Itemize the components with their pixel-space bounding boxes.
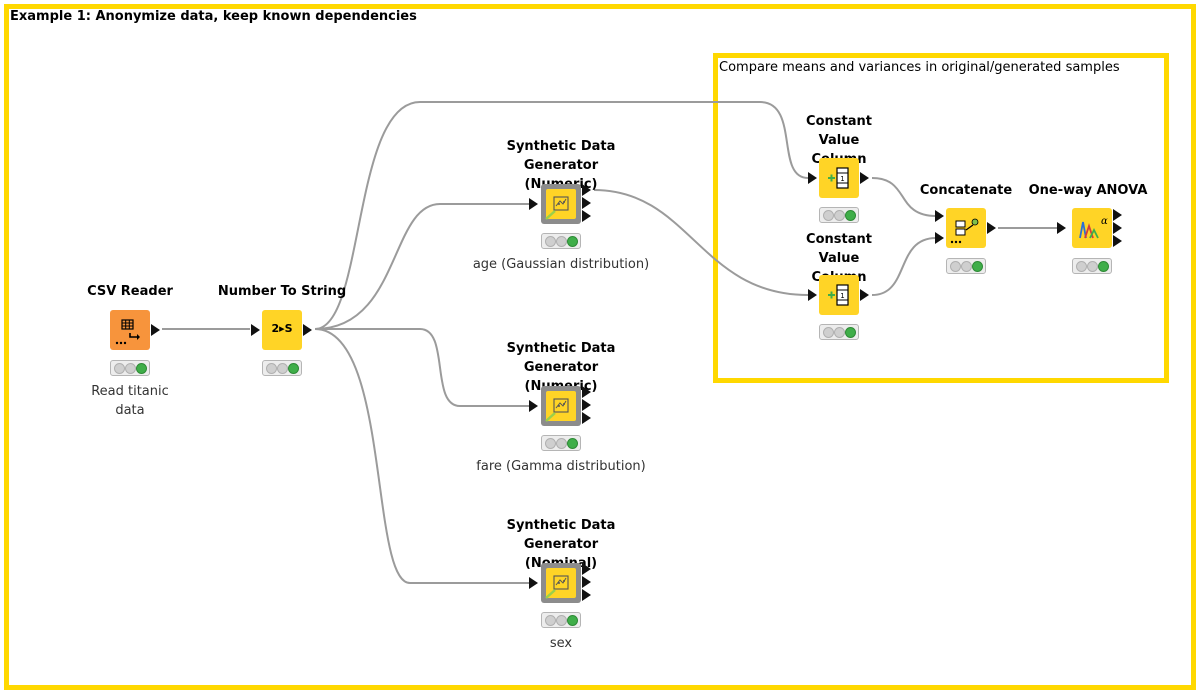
input-port[interactable] (251, 324, 260, 336)
anova-icon: α (1072, 208, 1112, 248)
output-port[interactable] (151, 324, 160, 336)
node-number-to-string[interactable]: Number To String 2▸S (202, 282, 362, 382)
output-port[interactable] (582, 184, 591, 196)
inner-annotation[interactable] (713, 53, 1169, 383)
node-title: CSV Reader (87, 284, 173, 299)
status-traffic-light (110, 360, 150, 376)
output-port[interactable] (582, 399, 591, 411)
output-port[interactable] (1113, 222, 1122, 234)
status-traffic-light (819, 324, 859, 340)
input-port[interactable] (808, 172, 817, 184)
input-port[interactable] (935, 210, 944, 222)
number-to-string-icon-text: 2▸S (271, 322, 293, 335)
svg-text:1: 1 (840, 292, 844, 300)
status-traffic-light (819, 207, 859, 223)
connection-num2str-to-synth-sex[interactable] (314, 328, 529, 584)
output-port[interactable] (303, 324, 312, 336)
status-traffic-light (541, 233, 581, 249)
svg-text:α: α (1101, 216, 1108, 227)
input-port[interactable] (1057, 222, 1066, 234)
synthetic-generator-icon (541, 184, 581, 224)
number-to-string-icon: 2▸S (262, 310, 302, 350)
node-synthetic-generator-age[interactable]: Synthetic Data Generator (Numeric) age (… (473, 137, 649, 277)
node-synthetic-generator-sex[interactable]: Synthetic Data Generator (Nominal) sex (481, 516, 641, 656)
input-port[interactable] (935, 232, 944, 244)
outer-annotation[interactable] (4, 4, 1196, 690)
node-one-way-anova[interactable]: One-way ANOVA α (1008, 181, 1168, 276)
output-port[interactable] (1113, 235, 1122, 247)
input-port[interactable] (808, 289, 817, 301)
output-port[interactable] (860, 172, 869, 184)
constant-value-column-icon: 1 (819, 275, 859, 315)
connection-const2-to-concat[interactable] (871, 237, 937, 296)
node-title: One-way ANOVA (1028, 183, 1148, 198)
output-port[interactable] (860, 289, 869, 301)
node-comment: Read titanic data (91, 384, 169, 418)
connection-num2str-to-const1[interactable] (314, 101, 809, 330)
status-traffic-light (1072, 258, 1112, 274)
synthetic-generator-icon (541, 563, 581, 603)
output-port[interactable] (582, 210, 591, 222)
output-port[interactable] (582, 589, 591, 601)
node-synthetic-generator-fare[interactable]: Synthetic Data Generator (Numeric) fare … (476, 339, 645, 479)
connection-num2str-to-synth-fare[interactable] (315, 328, 529, 407)
output-port[interactable] (582, 412, 591, 424)
status-traffic-light (946, 258, 986, 274)
node-csv-reader[interactable]: CSV Reader Read titanic data (50, 282, 210, 422)
output-port[interactable] (582, 563, 591, 575)
outer-annotation-text: Example 1: Anonymize data, keep known de… (10, 9, 417, 24)
node-comment: fare (Gamma distribution) (476, 459, 646, 474)
connection-const1-to-concat[interactable] (871, 177, 937, 217)
status-traffic-light (541, 435, 581, 451)
status-traffic-light (262, 360, 302, 376)
input-port[interactable] (529, 198, 538, 210)
node-comment: age (Gaussian distribution) (472, 257, 650, 272)
node-constant-value-column-1[interactable]: Constant Value Column 1 (759, 112, 919, 227)
node-concatenate[interactable]: Concatenate (886, 181, 1046, 276)
output-port[interactable] (1113, 209, 1122, 221)
csv-reader-icon (110, 310, 150, 350)
node-title: Number To String (217, 284, 347, 299)
connection-num2str-to-synth-age[interactable] (314, 203, 529, 330)
output-port[interactable] (582, 576, 591, 588)
node-constant-value-column-2[interactable]: Constant Value Column 1 (759, 230, 919, 345)
input-port[interactable] (529, 400, 538, 412)
status-traffic-light (541, 612, 581, 628)
synthetic-generator-icon (541, 386, 581, 426)
node-title: Concatenate (919, 183, 1013, 198)
output-port[interactable] (582, 197, 591, 209)
svg-text:1: 1 (840, 175, 844, 183)
concatenate-icon (946, 208, 986, 248)
inner-annotation-text: Compare means and variances in original/… (719, 60, 1120, 75)
input-port[interactable] (529, 577, 538, 589)
constant-value-column-icon: 1 (819, 158, 859, 198)
connection-synth-age-to-const2[interactable] (593, 189, 809, 296)
output-port[interactable] (582, 386, 591, 398)
node-comment: sex (549, 636, 573, 651)
output-port[interactable] (987, 222, 996, 234)
